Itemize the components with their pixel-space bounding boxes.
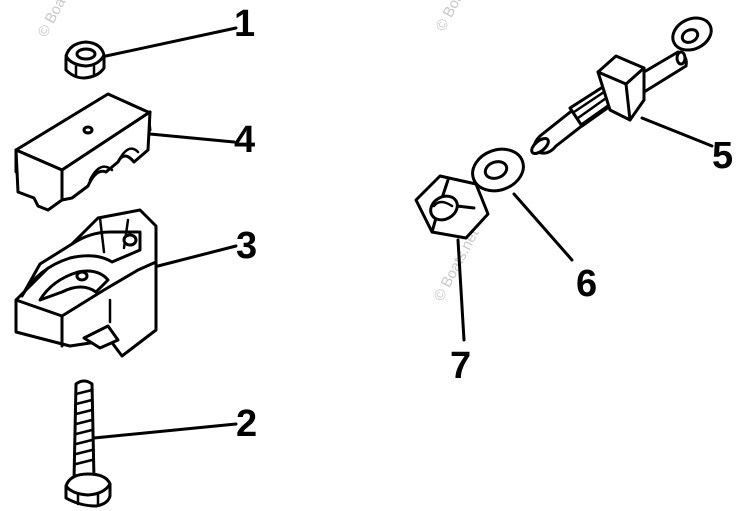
callout-7: 7 — [450, 345, 471, 387]
leader-7 — [456, 238, 466, 342]
callout-labels: 1 4 3 2 5 6 7 — [234, 3, 733, 445]
leader-lines — [92, 26, 714, 440]
leader-4 — [148, 132, 236, 144]
part-washer — [471, 147, 525, 193]
part-hex-nut — [414, 174, 490, 240]
part-lock-nut — [64, 40, 106, 80]
watermark-1: © Boats.net — [35, 0, 87, 40]
part-washer-upper — [671, 16, 713, 52]
leader-1 — [104, 26, 238, 58]
leader-6 — [512, 192, 574, 262]
part-clamp-bracket — [14, 208, 158, 358]
part-threaded-pin — [530, 50, 688, 155]
watermark-2: © Boats.net — [433, 0, 485, 34]
callout-5: 5 — [712, 135, 733, 177]
part-bolt — [64, 379, 112, 508]
callout-2: 2 — [236, 403, 257, 445]
callout-4: 4 — [234, 119, 255, 161]
callout-1: 1 — [234, 3, 255, 45]
leader-2 — [92, 422, 238, 440]
leader-3 — [156, 244, 238, 268]
callout-3: 3 — [236, 225, 257, 267]
part-clamp-cap — [14, 92, 152, 212]
leader-5 — [640, 116, 714, 148]
callout-6: 6 — [576, 263, 597, 305]
